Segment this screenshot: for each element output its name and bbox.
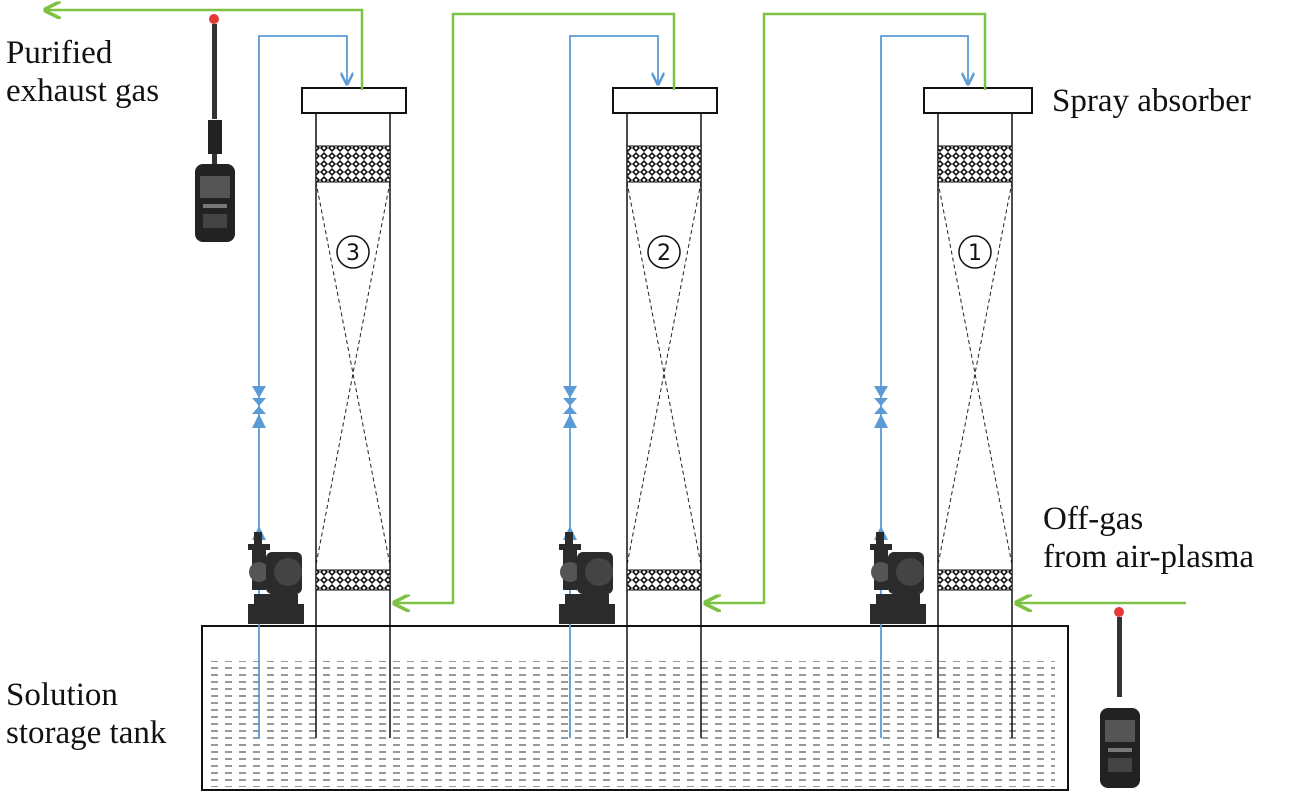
column-cap [923, 87, 1033, 114]
tank-liquid [205, 661, 1055, 787]
centrifugal-pump-icon [870, 532, 926, 624]
absorber-column-3: 3 [301, 87, 407, 738]
centrifugal-pump-icon [248, 532, 304, 624]
portable-gas-detector-icon [1100, 607, 1140, 788]
column-number-badge [647, 235, 681, 269]
valve-icon [563, 398, 577, 414]
purified-label-line1: Purified [6, 35, 113, 71]
spray-absorber-text: Spray absorber [1052, 83, 1251, 119]
packing-bottom [315, 569, 391, 591]
off-gas-label-line2: from air-plasma [1043, 539, 1255, 575]
off-gas-label: Off-gas from air-plasma [1043, 500, 1254, 576]
column-number: 2 [657, 241, 671, 266]
spray-absorber-label: Spray absorber [1052, 82, 1251, 120]
packing-bottom [937, 569, 1013, 591]
column-number: 3 [346, 241, 360, 266]
packing-bottom [626, 569, 702, 591]
column-cap [612, 87, 718, 114]
centrifugal-pump-icon [559, 532, 615, 624]
packing-top [626, 145, 702, 183]
purified-label-line2: exhaust gas [6, 73, 160, 109]
gas-transfer-2-to-3 [394, 12, 676, 603]
packing-top [937, 145, 1013, 183]
valve-icon [874, 398, 888, 414]
column-number-badge [958, 235, 992, 269]
column-number-badge [336, 235, 370, 269]
column-number: 1 [968, 241, 982, 266]
purified-exhaust-gas-label: Purified exhaust gas [6, 34, 159, 110]
column-cap [301, 87, 407, 114]
tank-label-line2: storage tank [6, 715, 167, 751]
packing-top [315, 145, 391, 183]
solution-storage-tank [201, 625, 1069, 791]
gas-transfer-1-to-2 [705, 12, 987, 603]
absorber-column-2: 2 [612, 87, 718, 738]
solution-storage-tank-label: Solution storage tank [6, 676, 166, 752]
portable-gas-detector-icon [195, 14, 235, 242]
purified-gas-outlet-line [45, 10, 364, 90]
absorber-column-1: 1 [923, 87, 1033, 738]
valve-icon [252, 398, 266, 414]
off-gas-label-line1: Off-gas [1043, 501, 1144, 537]
gas-flow-lines [45, 10, 1186, 603]
tank-label-line1: Solution [6, 677, 118, 713]
